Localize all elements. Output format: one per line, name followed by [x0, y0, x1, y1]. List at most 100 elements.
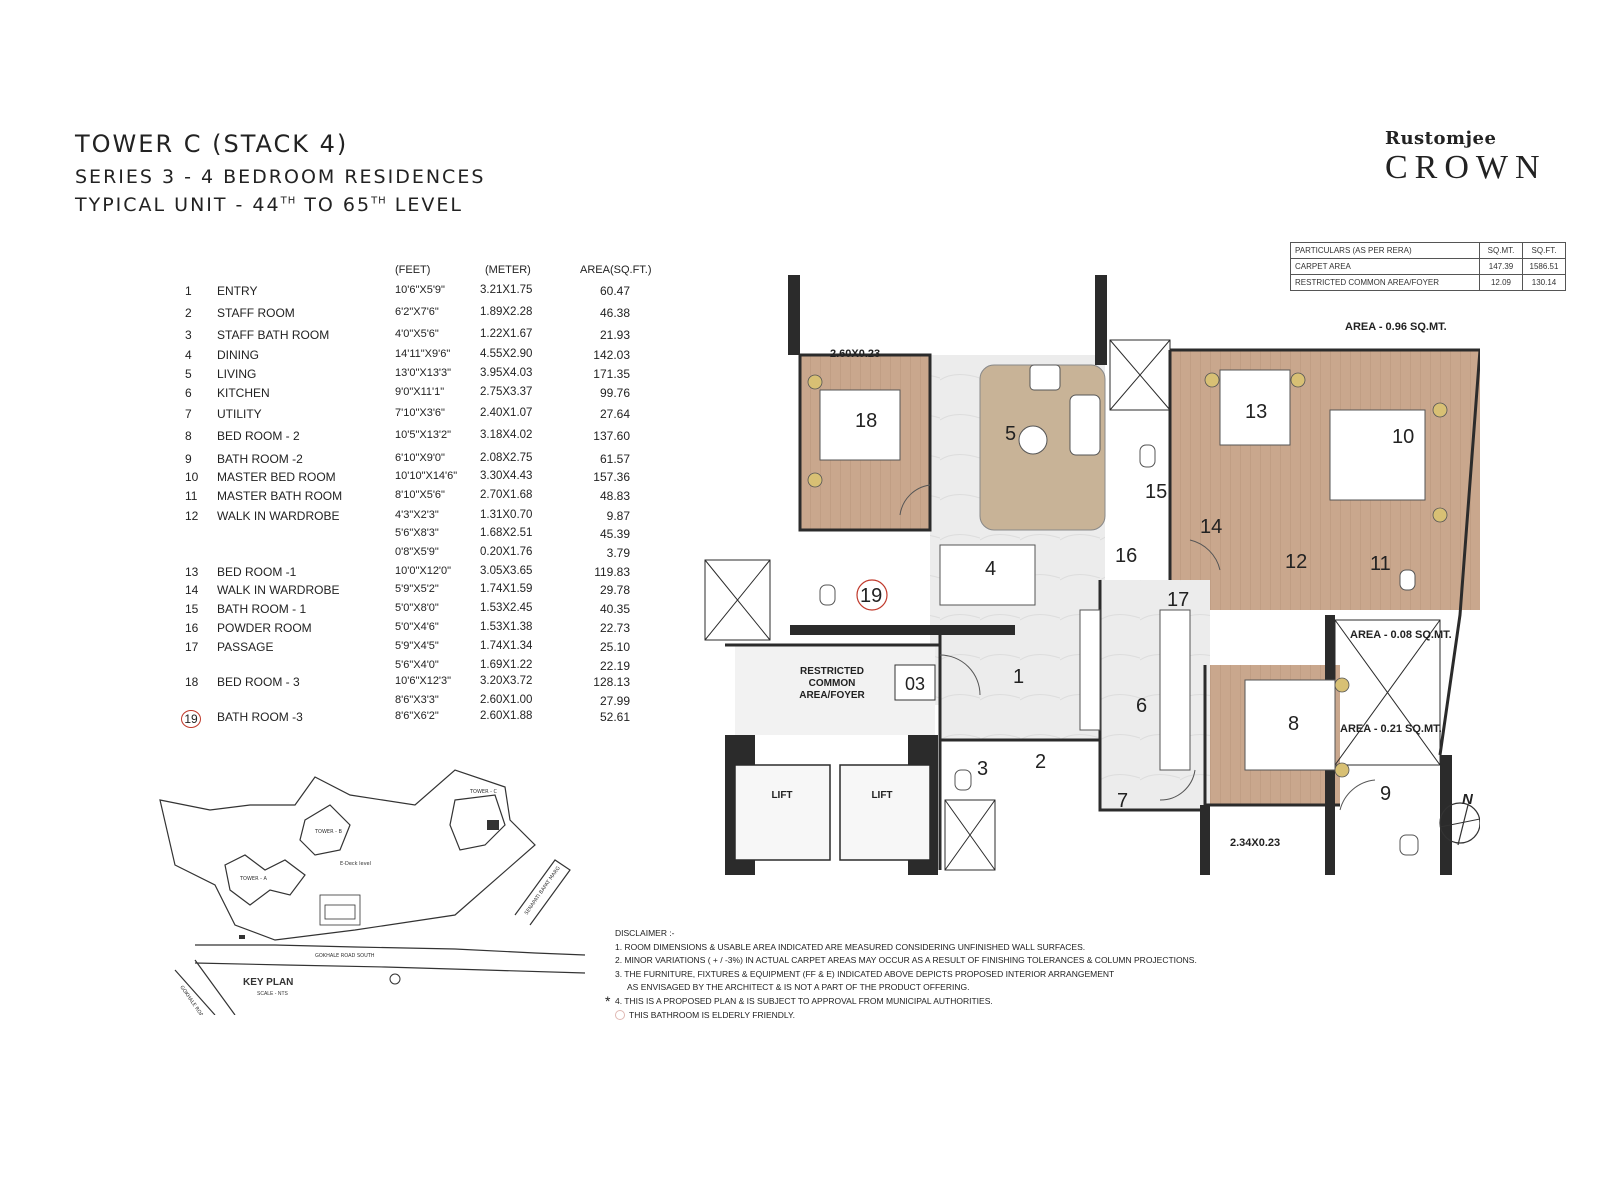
room-size-meter: 2.60X1.00	[480, 694, 533, 706]
disclaimer-line-3b: AS ENVISAGED BY THE ARCHITECT & IS NOT A…	[627, 982, 970, 993]
room-label-19: 19	[860, 585, 882, 607]
room-number: 18	[185, 675, 199, 689]
room-name: STAFF BATH ROOM	[217, 328, 330, 342]
room-size-meter: 2.40X1.07	[480, 407, 533, 419]
room-size-meter: 3.30X4.43	[480, 470, 533, 482]
room-number: 13	[185, 565, 199, 579]
door-swing-icon	[1339, 779, 1376, 811]
room-size-feet: 8'6"X6'2"	[395, 710, 439, 722]
room-area: 157.36	[593, 470, 630, 484]
disclaimer-line-5: THIS BATHROOM IS ELDERLY FRIENDLY.	[629, 1009, 795, 1020]
disclaimer-line-4: 4. THIS IS A PROPOSED PLAN & IS SUBJECT …	[615, 995, 993, 1006]
lamp-icon	[807, 374, 823, 390]
armchair-icon	[1029, 364, 1061, 391]
room-area: 137.60	[593, 429, 630, 443]
key-plan-scale: SCALE - NTS	[257, 991, 289, 997]
elderly-friendly-marker	[856, 579, 888, 611]
room-label-11: 11	[1370, 553, 1391, 575]
room-size-feet: 10'5"X13'2"	[395, 429, 452, 441]
room-name: BATH ROOM - 1	[217, 602, 307, 616]
north-arrow-icon: N	[1439, 791, 1480, 846]
room-size-feet: 8'10"X5'6"	[395, 489, 445, 501]
room-size-meter: 3.18X4.02	[480, 429, 533, 441]
lamp-icon	[1204, 372, 1220, 388]
room-size-feet: 5'9"X5'2"	[395, 583, 439, 595]
lamp-icon	[1432, 507, 1448, 523]
elderly-friendly-circle-icon	[615, 1010, 625, 1021]
bedroom-1-master-floor	[1170, 350, 1480, 610]
room-size-meter: 1.53X1.38	[480, 621, 533, 633]
room-name: MASTER BATH ROOM	[217, 489, 343, 503]
room-size-feet: 6'2"X7'6"	[395, 306, 439, 318]
brand-script: Rustomjee	[1385, 128, 1497, 149]
room-size-feet: 10'10"X14'6"	[395, 470, 458, 482]
disclaimer-line-4-row: *4. THIS IS A PROPOSED PLAN & IS SUBJECT…	[605, 994, 1275, 1009]
room-size-meter: 0.20X1.76	[480, 546, 533, 558]
room-number: 6	[185, 386, 192, 400]
key-plan-title: KEY PLAN	[243, 977, 293, 988]
room-area: 171.35	[593, 367, 630, 381]
disclaimer-line-2: 2. MINOR VARIATIONS ( + / -3%) IN ACTUAL…	[615, 955, 1197, 966]
wc-bath-1-icon	[1139, 444, 1156, 468]
foyer-label-line-2: COMMON	[809, 678, 856, 689]
shaft-3-cross	[1334, 619, 1441, 766]
room-area: 21.93	[599, 328, 630, 342]
room-area: 29.78	[599, 583, 630, 597]
rera-area-table: PARTICULARS (AS PER RERA) SQ.MT. SQ.FT. …	[1290, 242, 1566, 291]
kitchen-floor	[1100, 580, 1210, 810]
room-label-1: 1	[1013, 666, 1024, 688]
key-plan-north-icon	[389, 973, 401, 985]
area-label-2: AREA - 0.08 SQ.MT.	[1350, 629, 1452, 641]
door-swing-icon	[939, 654, 981, 696]
rera-header-row: PARTICULARS (AS PER RERA) SQ.MT. SQ.FT.	[1290, 242, 1566, 259]
foyer-label-line-1: RESTRICTED	[800, 666, 864, 677]
lift-1-car	[734, 764, 831, 861]
room-size-meter: 3.95X4.03	[480, 367, 533, 379]
room-label-10: 10	[1392, 426, 1414, 448]
road-edge-2	[194, 962, 586, 974]
room-size-feet: 5'0"X8'0"	[395, 602, 439, 614]
room-size-feet: 10'0"X12'0"	[395, 565, 452, 577]
room-size-meter: 1.74X1.59	[480, 583, 533, 595]
room-name: BED ROOM - 3	[217, 675, 300, 689]
tower-b-outline	[299, 804, 351, 856]
brand-logo: Rustomjee CROWN	[1385, 128, 1547, 185]
room-area: 52.61	[599, 710, 630, 724]
room-name: ENTRY	[217, 284, 258, 298]
dining-table-icon	[939, 544, 1036, 606]
room-size-feet: 9'0"X11'1"	[395, 386, 445, 398]
room-area: 25.10	[599, 640, 630, 654]
room-size-meter: 3.05X3.65	[480, 565, 533, 577]
sofa-icon	[1069, 394, 1101, 456]
entry-floor	[940, 640, 1100, 740]
room-size-feet: 5'6"X4'0"	[395, 659, 439, 671]
room-number: 19	[181, 710, 201, 728]
room-size-meter: 2.75X3.37	[480, 386, 533, 398]
room-size-meter: 1.31X0.70	[480, 509, 533, 521]
room-name: KITCHEN	[217, 386, 270, 400]
room-number: 7	[185, 407, 192, 421]
disclaimer: DISCLAIMER :- 1. ROOM DIMENSIONS & USABL…	[605, 927, 1275, 1022]
lamp-icon	[1290, 372, 1306, 388]
room-name: DINING	[217, 348, 259, 362]
wc-staff-bath-icon	[954, 769, 972, 791]
bed-1-icon	[1219, 369, 1291, 446]
page-title: TOWER C (STACK 4)	[75, 130, 349, 158]
key-plan-road-1: GOKHALE ROAD SOUTH	[315, 953, 375, 959]
room-number: 17	[185, 640, 199, 654]
room-number: 3	[185, 328, 192, 342]
shaft-4	[944, 799, 996, 871]
room-size-feet: 5'6"X8'3"	[395, 527, 439, 539]
room-number: 5	[185, 367, 192, 381]
lift-1-label: LIFT	[771, 790, 792, 801]
